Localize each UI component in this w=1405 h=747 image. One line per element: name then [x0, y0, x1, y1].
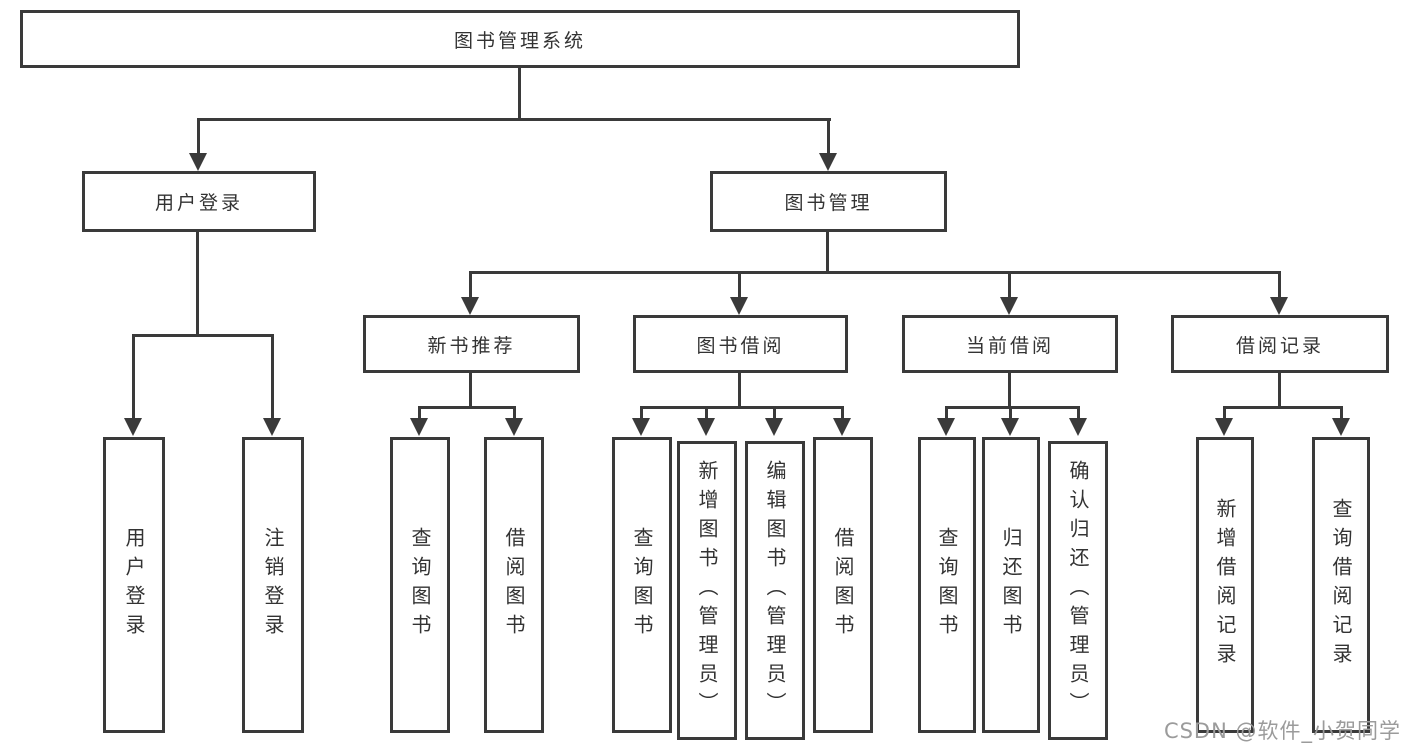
- node-current-borrowing-label: 当前借阅: [965, 334, 1054, 357]
- node-leaf-borrow-books-1-label: 借阅图书: [502, 527, 526, 643]
- node-borrowing-records: 借阅记录: [1171, 315, 1389, 373]
- connector-line: [1223, 406, 1343, 409]
- connector-line: [518, 68, 521, 121]
- node-new-book-recommend: 新书推荐: [363, 315, 580, 373]
- node-leaf-add-borrow-record-label: 新增借阅记录: [1213, 498, 1237, 672]
- node-book-management-label: 图书管理: [784, 192, 873, 214]
- node-current-borrowing: 当前借阅: [902, 315, 1118, 373]
- node-leaf-query-borrow-record-label: 查询借阅记录: [1329, 498, 1353, 672]
- arrowhead-icon: [697, 418, 715, 436]
- node-user-login: 用户登录: [82, 171, 316, 232]
- connector-line: [197, 118, 831, 121]
- node-leaf-return-books-label: 归还图书: [999, 527, 1023, 643]
- arrowhead-icon: [937, 418, 955, 436]
- arrowhead-icon: [505, 418, 523, 436]
- node-book-borrowing: 图书借阅: [633, 315, 848, 373]
- arrowhead-icon: [833, 418, 851, 436]
- connector-line: [197, 118, 200, 155]
- node-leaf-logout-label: 注销登录: [261, 527, 285, 643]
- connector-line: [418, 406, 421, 421]
- connector-line: [1008, 271, 1011, 299]
- node-user-login-label: 用户登录: [154, 192, 243, 214]
- connector-line: [196, 232, 199, 337]
- arrowhead-icon: [765, 418, 783, 436]
- connector-line: [271, 334, 274, 421]
- connector-line: [826, 232, 829, 274]
- arrowhead-icon: [1000, 297, 1018, 315]
- node-root-label: 图书管理系统: [453, 29, 586, 52]
- node-leaf-query-books-3: 查询图书: [918, 437, 976, 733]
- node-leaf-borrow-books-1: 借阅图书: [484, 437, 544, 733]
- connector-line: [1077, 406, 1080, 421]
- arrowhead-icon: [410, 418, 428, 436]
- connector-line: [945, 406, 948, 421]
- connector-line: [1223, 406, 1226, 421]
- connector-line: [841, 406, 844, 421]
- connector-line: [738, 271, 741, 299]
- arrowhead-icon: [1270, 297, 1288, 315]
- connector-line: [132, 334, 274, 337]
- watermark: CSDN @软件_小贺同学: [1163, 719, 1401, 743]
- node-leaf-return-books: 归还图书: [982, 437, 1040, 733]
- node-leaf-query-books-1-label: 查询图书: [408, 527, 432, 643]
- connector-line: [738, 373, 741, 409]
- arrowhead-icon: [124, 418, 142, 436]
- arrowhead-icon: [1001, 418, 1019, 436]
- node-leaf-add-borrow-record: 新增借阅记录: [1196, 437, 1254, 733]
- node-leaf-borrow-books-2-label: 借阅图书: [831, 527, 855, 643]
- node-book-borrowing-label: 图书借阅: [696, 334, 785, 357]
- node-leaf-query-books-2-label: 查询图书: [630, 527, 654, 643]
- node-leaf-edit-books-admin-label: 编辑图书（管理员）: [763, 460, 787, 721]
- node-leaf-query-books-1: 查询图书: [390, 437, 450, 733]
- node-leaf-borrow-books-2: 借阅图书: [813, 437, 873, 733]
- node-leaf-user-login: 用户登录: [103, 437, 165, 733]
- connector-line: [469, 271, 472, 299]
- connector-line: [1009, 406, 1012, 421]
- node-leaf-edit-books-admin: 编辑图书（管理员）: [745, 441, 805, 740]
- node-leaf-confirm-return-admin: 确认归还（管理员）: [1048, 441, 1108, 740]
- node-leaf-confirm-return-admin-label: 确认归还（管理员）: [1066, 460, 1090, 721]
- arrowhead-icon: [1069, 418, 1087, 436]
- connector-line: [827, 118, 830, 155]
- connector-line: [1008, 373, 1011, 409]
- connector-line: [945, 406, 1080, 409]
- connector-line: [1340, 406, 1343, 421]
- arrowhead-icon: [632, 418, 650, 436]
- arrowhead-icon: [819, 153, 837, 171]
- node-new-book-recommend-label: 新书推荐: [427, 334, 516, 357]
- arrowhead-icon: [263, 418, 281, 436]
- arrowhead-icon: [1215, 418, 1233, 436]
- node-leaf-logout: 注销登录: [242, 437, 304, 733]
- arrowhead-icon: [730, 297, 748, 315]
- arrowhead-icon: [189, 153, 207, 171]
- connector-line: [705, 406, 708, 421]
- node-root: 图书管理系统: [20, 10, 1020, 68]
- connector-line: [469, 271, 1281, 274]
- connector-line: [640, 406, 643, 421]
- arrowhead-icon: [461, 297, 479, 315]
- connector-line: [469, 373, 472, 409]
- arrowhead-icon: [1332, 418, 1350, 436]
- connector-line: [1278, 271, 1281, 299]
- node-leaf-query-borrow-record: 查询借阅记录: [1312, 437, 1370, 733]
- connector-line: [418, 406, 516, 409]
- node-leaf-query-books-3-label: 查询图书: [935, 527, 959, 643]
- connector-line: [513, 406, 516, 421]
- node-leaf-add-books-admin-label: 新增图书（管理员）: [695, 460, 719, 721]
- connector-line: [132, 334, 135, 421]
- node-borrowing-records-label: 借阅记录: [1235, 334, 1324, 357]
- connector-line: [773, 406, 776, 421]
- node-leaf-user-login-label: 用户登录: [122, 527, 146, 643]
- node-book-management: 图书管理: [710, 171, 947, 232]
- node-leaf-query-books-2: 查询图书: [612, 437, 672, 733]
- node-leaf-add-books-admin: 新增图书（管理员）: [677, 441, 737, 740]
- connector-line: [640, 406, 844, 409]
- connector-line: [1278, 373, 1281, 409]
